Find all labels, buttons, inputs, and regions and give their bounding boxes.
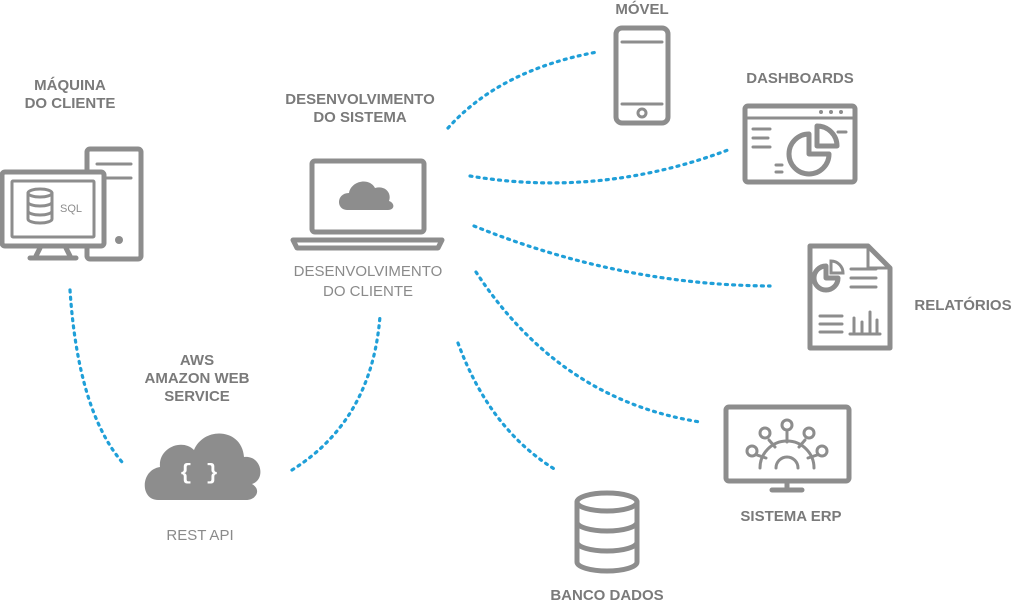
dashboard-window-icon xyxy=(742,103,858,185)
rest-api-label: REST API xyxy=(166,527,234,544)
connector-dev-movel xyxy=(446,50,599,130)
maquina-label: MÁQUINA DO CLIENTE xyxy=(24,77,116,112)
connector-dev-dashboards xyxy=(468,148,730,185)
sql-label: SQL xyxy=(60,203,82,215)
laptop-cloud-icon xyxy=(290,158,445,251)
erp-label: SISTEMA ERP xyxy=(740,508,842,525)
api-braces: { } xyxy=(179,461,219,486)
database-small-icon xyxy=(26,187,54,225)
report-document-icon xyxy=(807,243,893,351)
banco-label: BANCO DADOS xyxy=(550,587,664,604)
connector-dev-relatorios xyxy=(472,224,772,288)
dev-sistema-label: DESENVOLVIMENTO DO SISTEMA xyxy=(285,91,435,126)
movel-label: MÓVEL xyxy=(615,1,669,18)
aws-label: AWS AMAZON WEB SERVICE xyxy=(144,352,250,405)
connector-dev-banco xyxy=(456,341,558,472)
dashboards-label: DASHBOARDS xyxy=(746,70,854,87)
erp-monitor-icon xyxy=(723,404,852,493)
relatorios-label: RELATÓRIOS xyxy=(914,297,1012,314)
cloud-api-icon xyxy=(144,433,261,500)
connector-dev-erp xyxy=(474,270,702,424)
dev-cliente-label: DESENVOLVIMENTO DO CLIENTE xyxy=(293,263,443,300)
connector-aws-dev-cliente xyxy=(290,314,382,472)
connector-maquina-aws xyxy=(68,288,124,464)
database-icon xyxy=(574,490,640,574)
smartphone-icon xyxy=(613,25,671,126)
